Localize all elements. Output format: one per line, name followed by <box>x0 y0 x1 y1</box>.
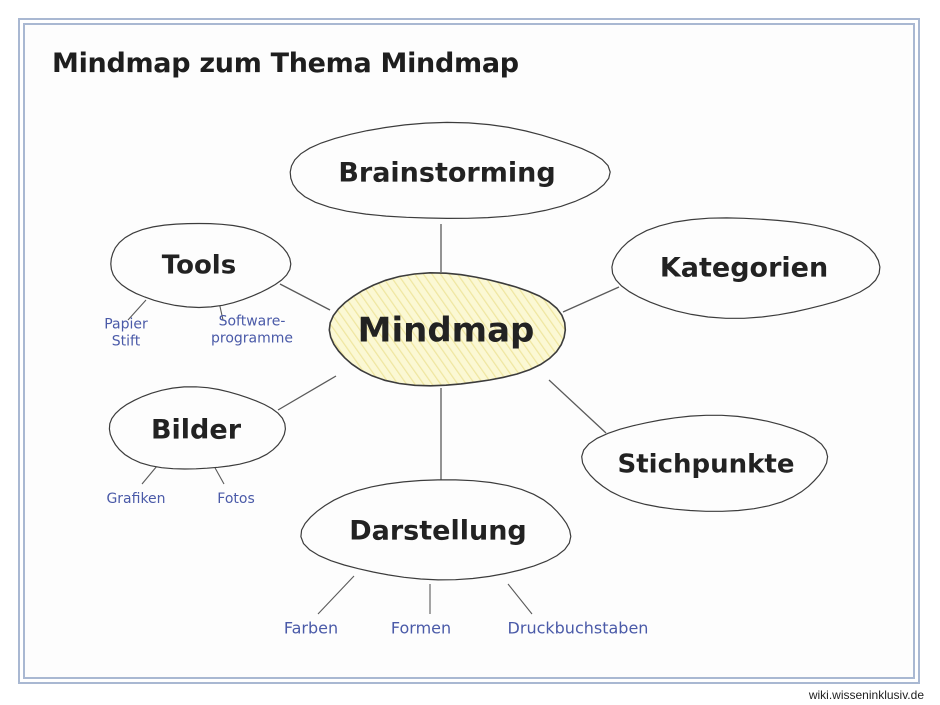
leaves: Farben Formen Druckbuchstaben Grafiken Fotos… <box>104 314 648 638</box>
branch-node-tools <box>110 222 292 309</box>
center-node-label: Mindmap <box>358 311 535 351</box>
leaf-connector-bilder-0 <box>141 465 158 485</box>
branch-node-darstellung <box>300 479 572 581</box>
branch-label-kategorien: Kategorien <box>660 253 828 284</box>
connector-kategorien <box>562 286 620 313</box>
branch-label-tools: Tools <box>162 251 236 281</box>
connector-bilder <box>277 375 337 411</box>
leaf-label-darstellung-2: Druckbuchstaben <box>508 619 649 638</box>
leaf-label-tools-1-0: Software- <box>219 314 286 330</box>
nodes: Mindmap BrainstormingKategorienStichpunkt… <box>108 121 881 581</box>
branch-label-stichpunkte: Stichpunkte <box>618 450 795 480</box>
leaf-label-darstellung-0: Farben <box>284 619 338 638</box>
branch-label-brainstorming: Brainstorming <box>338 158 555 189</box>
center-node-shape <box>328 271 567 387</box>
leaf-label-bilder-1: Fotos <box>217 491 254 507</box>
branch-label-bilder: Bilder <box>151 415 242 446</box>
leaf-label-tools-0-0: Papier <box>104 317 148 333</box>
connector-stichpunkte <box>548 379 607 434</box>
connectors <box>127 224 620 615</box>
leaf-label-darstellung-1: Formen <box>391 619 451 638</box>
source-credit: wiki.wisseninklusiv.de <box>808 688 924 702</box>
leaf-connector-bilder-1 <box>213 465 225 485</box>
leaf-label-tools-0-1: Stift <box>112 334 141 350</box>
page-title: Mindmap zum Thema Mindmap <box>52 48 519 79</box>
leaf-connector-tools-0 <box>127 299 147 321</box>
branch-node-kategorien <box>611 217 881 319</box>
leaf-connector-darstellung-2 <box>507 583 533 615</box>
leaf-connector-darstellung-0 <box>317 575 355 615</box>
branch-node-bilder <box>108 386 287 470</box>
branch-node-stichpunkte <box>581 414 829 512</box>
outer-frame <box>18 18 920 684</box>
leaf-label-bilder-0: Grafiken <box>106 491 165 507</box>
branch-label-darstellung: Darstellung <box>349 516 527 547</box>
leaf-label-tools-1-1: programme <box>211 331 293 347</box>
branch-node-brainstorming <box>289 121 611 220</box>
connector-tools <box>279 283 331 311</box>
